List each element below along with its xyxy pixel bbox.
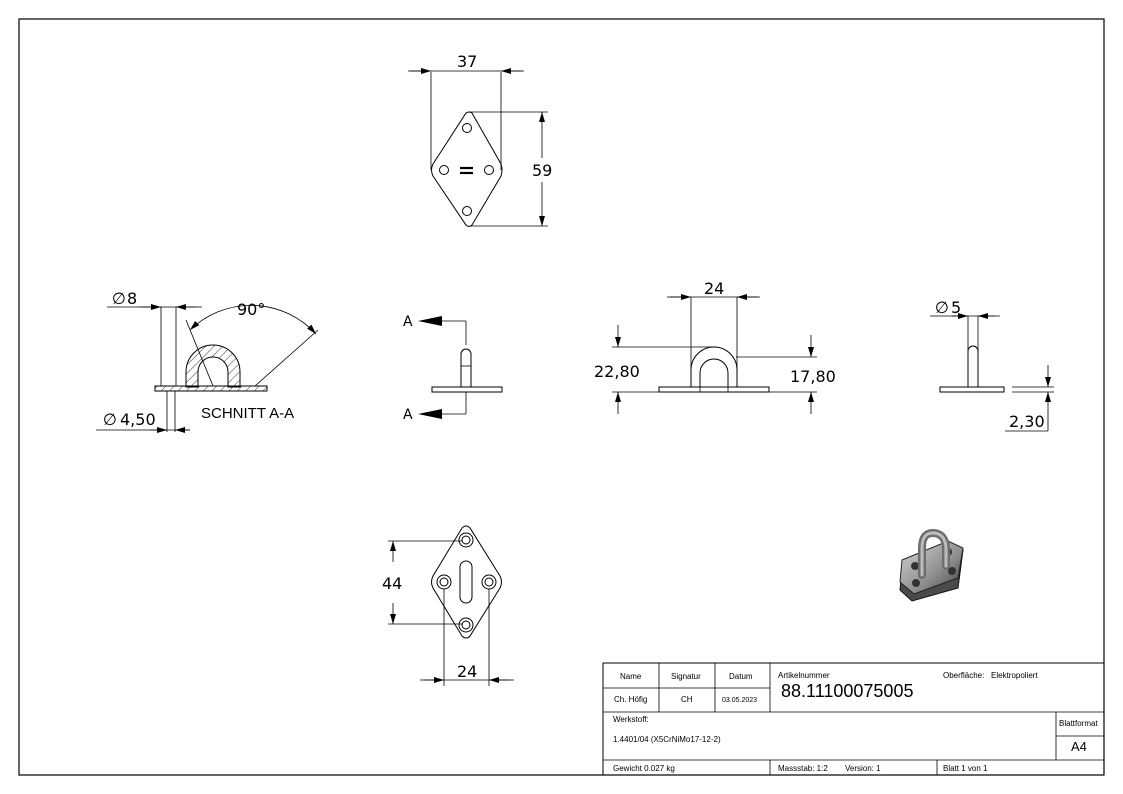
top-view-plate	[431, 111, 503, 227]
section-bail	[185, 344, 241, 388]
section-diameter-dim: 8	[127, 289, 137, 308]
bottom-hole	[458, 532, 474, 548]
tb-surface-label: Oberfläche:	[943, 671, 984, 680]
tb-version: Version: 1	[845, 764, 881, 773]
side-view-width-dim: 24	[704, 279, 724, 298]
tb-name-label: Name	[620, 672, 642, 681]
bottom-slot	[459, 560, 473, 604]
isometric-render	[899, 528, 964, 602]
tb-scale: Massstab: 1:2	[778, 764, 828, 773]
top-view	[408, 68, 548, 227]
top-view-hole	[462, 123, 472, 133]
tb-material-value: 1.4401/04 (X5CrNiMo17-12-2)	[613, 735, 721, 744]
top-view-width-dim: 37	[457, 52, 477, 71]
bottom-plate	[431, 525, 502, 639]
bottom-view-height-dim: 44	[382, 574, 402, 593]
top-view-hole	[439, 165, 449, 175]
section-hole-symbol: ∅	[103, 410, 117, 429]
tb-sheet-format-label: Blattformat	[1059, 719, 1098, 728]
right-plate	[939, 386, 1005, 393]
section-marker-bottom: A	[403, 407, 413, 423]
right-view-diameter-symbol: ∅	[935, 298, 949, 317]
side-view-height-inner: 17,80	[790, 367, 836, 386]
section-plate	[154, 385, 268, 392]
tb-article-number: 88.11100075005	[781, 681, 913, 701]
section-angle-dim: 90°	[237, 300, 265, 319]
tb-surface-value: Elektropoliert	[991, 671, 1038, 680]
top-view-hole	[462, 206, 472, 216]
top-view-height-dim: 59	[532, 161, 552, 180]
title-block	[602, 662, 1105, 776]
tb-date-label: Datum	[729, 672, 753, 681]
side-view-height-outer: 22,80	[594, 362, 640, 381]
tb-signature-value: CH	[681, 695, 693, 704]
bottom-view-width-dim: 24	[457, 662, 477, 681]
tb-signature-label: Signatur	[671, 672, 701, 681]
right-view	[930, 313, 1054, 432]
section-view	[96, 304, 319, 433]
bottom-hole	[436, 574, 452, 590]
sheet-border	[18, 18, 1105, 776]
bottom-hole	[458, 617, 474, 633]
top-view-hole	[484, 165, 494, 175]
section-label: SCHNITT A-A	[201, 405, 294, 422]
side-bail	[690, 346, 738, 388]
section-marker-top: A	[403, 314, 413, 330]
right-bail	[967, 345, 979, 387]
right-view-diameter-dim: 5	[951, 298, 961, 317]
tb-sheet-format-value: A4	[1071, 739, 1087, 754]
tb-sheet-count: Blatt 1 von 1	[943, 764, 988, 773]
section-diameter-symbol: ∅	[112, 289, 126, 308]
bottom-hole	[481, 574, 497, 590]
tb-material-label: Werkstoff:	[613, 715, 649, 724]
tb-name-value: Ch. Höfig	[614, 695, 647, 704]
front-view	[418, 316, 503, 419]
tb-date-value: 03.05.2023	[722, 697, 757, 704]
bottom-view	[388, 525, 514, 686]
side-view	[612, 294, 817, 414]
section-hole-dim: 4,50	[120, 410, 156, 429]
front-bail	[460, 348, 472, 387]
right-view-thickness-dim: 2,30	[1009, 412, 1045, 431]
tb-weight: Gewicht 0.027 kg	[613, 764, 675, 773]
side-plate	[658, 386, 770, 393]
tb-article-label: Artikelnummer	[778, 671, 830, 680]
front-plate	[431, 386, 503, 393]
